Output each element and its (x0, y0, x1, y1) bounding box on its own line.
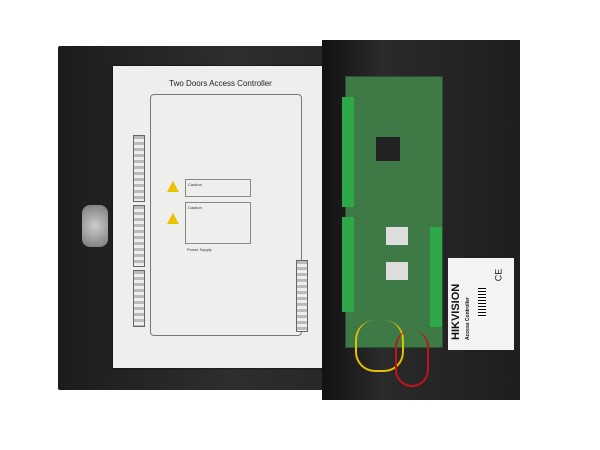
product-label: HIKVISION Access Controller CE (448, 258, 514, 350)
relay (386, 262, 408, 280)
product-name: Access Controller (465, 297, 471, 340)
caution-label: Caution (188, 182, 202, 187)
caution-label: Caution (188, 205, 202, 210)
warning-icon (167, 213, 179, 224)
terminal-block (342, 97, 354, 207)
relay (386, 227, 408, 245)
diagram-title: Two Doors Access Controller (169, 79, 272, 88)
terminal-block (296, 260, 308, 332)
barcode (478, 288, 486, 318)
terminal-block (133, 270, 145, 327)
controller-pcb (342, 76, 443, 348)
terminal-block (133, 135, 145, 202)
terminal-block (133, 205, 145, 267)
brand-logo: HIKVISION (450, 283, 462, 340)
terminal-block (342, 217, 354, 312)
caution-note: Caution (185, 202, 251, 244)
board-outline: Caution Caution Power Supply (133, 94, 308, 336)
red-wire (395, 330, 429, 387)
chip (376, 137, 400, 161)
ce-mark: CE (493, 268, 504, 282)
caution-note: Caution (185, 179, 251, 197)
terminal-block (430, 227, 442, 327)
door-lock (82, 205, 108, 247)
wiring-diagram-sheet: Two Doors Access Controller Caution Caut… (113, 66, 328, 368)
power-supply-note: Power Supply (187, 247, 212, 252)
warning-icon (167, 181, 179, 192)
